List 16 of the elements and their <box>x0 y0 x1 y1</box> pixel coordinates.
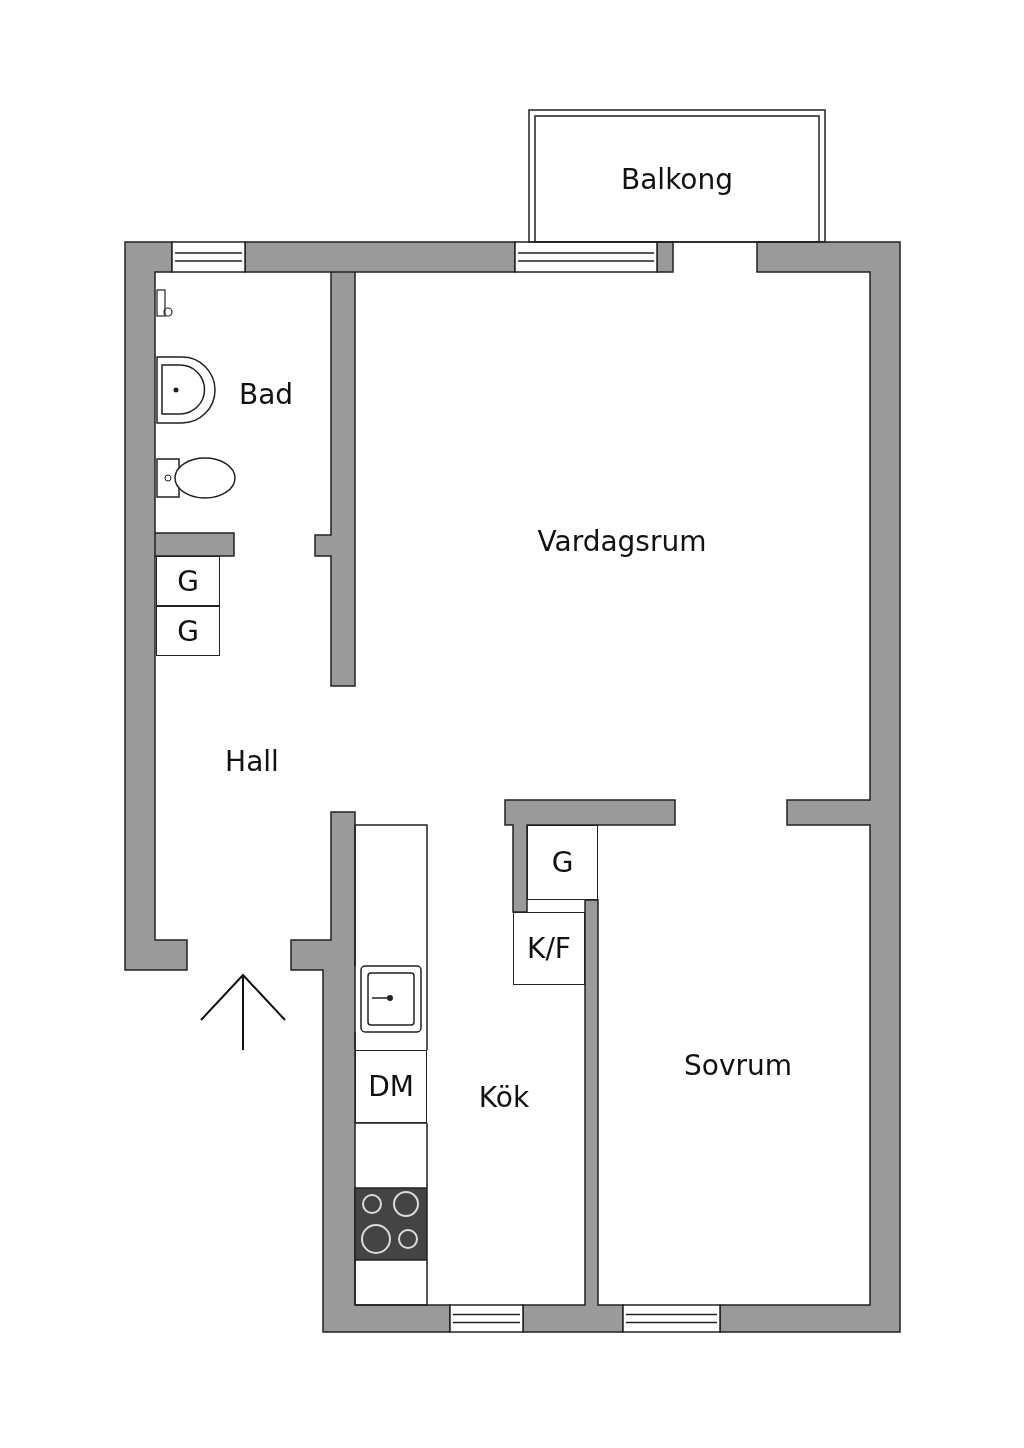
room-label: G <box>177 564 199 598</box>
dishwasher-box <box>355 1050 427 1123</box>
fridge-freezer-box <box>513 912 585 985</box>
closet-box <box>156 556 220 606</box>
room-label: DM <box>368 1070 414 1103</box>
room-label: Kök <box>478 1080 530 1114</box>
room-label: Bad <box>238 377 294 411</box>
room-label: Balkong <box>621 162 733 196</box>
room-label: G <box>177 614 199 648</box>
closet-box <box>156 606 220 656</box>
closet-box <box>527 825 598 900</box>
room-label: G <box>551 846 574 879</box>
room-label: Sovrum <box>684 1048 792 1082</box>
room-label: Vardagsrum <box>537 524 707 558</box>
room-label: Hall <box>225 744 279 778</box>
room-label: K/F <box>527 932 571 965</box>
